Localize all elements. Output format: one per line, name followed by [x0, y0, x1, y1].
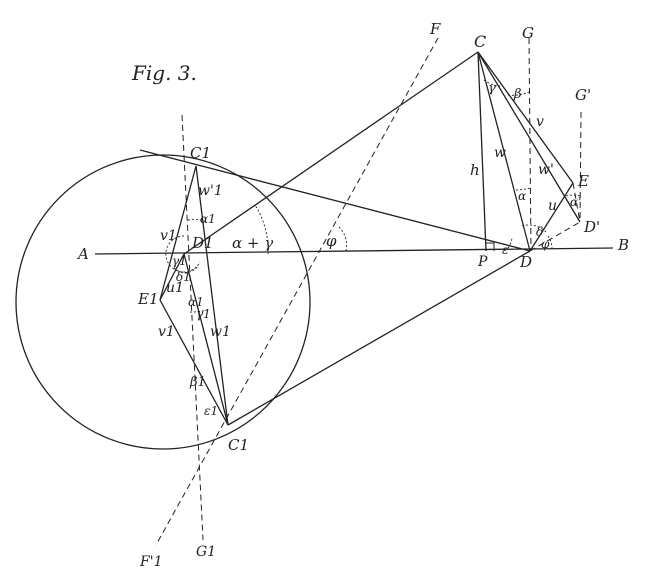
arc-phi-left: [337, 225, 348, 252]
arc-beta-top: [507, 91, 530, 96]
label-delta1: δ1: [176, 270, 191, 284]
label-w-prime: w': [538, 162, 554, 178]
label-b: B: [617, 236, 629, 254]
label-a: A: [76, 245, 89, 263]
line-c1bottom-d: [227, 250, 531, 426]
line-g1-vertical: [181, 114, 204, 541]
label-alpha1-bottom: α1: [188, 295, 204, 309]
arc-phi-right: [547, 235, 553, 251]
label-phi-right: φ: [541, 237, 550, 251]
label-h: h: [470, 161, 480, 179]
label-gamma1-lower: γ1: [196, 307, 211, 321]
line-c1top-e1: [159, 165, 197, 301]
label-v1-lower: v1: [158, 324, 175, 340]
label-c1-top: C1: [190, 144, 211, 162]
label-f1: F'1: [139, 554, 162, 570]
baseline-ab: [94, 247, 614, 255]
line-e1-d1: [159, 253, 185, 301]
label-alpha-plus-gamma: α + γ: [232, 234, 273, 252]
label-epsilon: ε: [502, 243, 508, 257]
line-e-dprime: [572, 182, 581, 223]
right-angle-p: [486, 242, 495, 251]
label-e: E: [577, 172, 589, 190]
label-gamma1: γ1: [172, 254, 187, 268]
label-f: F: [429, 20, 441, 38]
arc-d1-around: [165, 235, 201, 273]
line-d1-c: [183, 51, 479, 255]
arc-alpha-plus-gamma: [254, 204, 269, 255]
label-w: w: [494, 145, 506, 161]
arc-d1-lower: [173, 265, 199, 273]
arc-gamma1: [189, 309, 208, 313]
line-g-vertical: [528, 37, 532, 252]
label-beta1: β1: [189, 375, 206, 390]
line-c-dprime: [477, 51, 581, 223]
label-g1: G1: [196, 544, 216, 560]
label-p: P: [477, 254, 488, 270]
line-e1-c1bottom: [159, 299, 229, 426]
label-alpha: α: [518, 189, 526, 203]
label-v: v: [536, 114, 544, 130]
label-d1: D1: [191, 234, 214, 252]
label-w1-top: w'1: [198, 183, 223, 199]
line-c1top-c1bottom: [195, 165, 229, 426]
label-alpha1-top: α1: [200, 212, 216, 226]
label-beta: β: [513, 87, 522, 102]
arc-alpha-inner: [515, 187, 531, 191]
label-gamma: γ: [488, 81, 496, 96]
line-c-d: [477, 51, 531, 252]
arc-delta: [521, 224, 547, 233]
label-v1-upper: v1: [160, 228, 177, 244]
line-gprime-vertical: [579, 111, 582, 223]
arc-alpha1-top: [187, 218, 205, 222]
line-c1top-d: [139, 149, 531, 252]
arc-epsilon: [507, 237, 513, 249]
label-dprime: D': [583, 218, 600, 236]
label-delta: δ: [536, 225, 543, 239]
label-e1: E1: [137, 290, 159, 308]
circle: [15, 154, 311, 450]
label-phi-left: φ: [326, 232, 337, 250]
figure-caption: Fig. 3.: [131, 61, 197, 85]
label-alpha-prime: α': [570, 195, 581, 209]
line-f-f1: [155, 37, 439, 546]
line-c-e: [477, 51, 574, 184]
label-u: u: [548, 198, 557, 214]
line-e-d: [529, 182, 574, 252]
arc-alpha-prime: [565, 194, 581, 197]
label-g: G: [522, 24, 534, 42]
arc-gamma-top: [483, 79, 501, 87]
line-c-p: [477, 51, 487, 252]
label-w1-lower: w1: [210, 324, 231, 340]
label-u1: u1: [166, 280, 184, 296]
label-d: D: [519, 253, 532, 271]
label-c1-bottom: C1: [228, 436, 249, 454]
line-d1-c1bottom: [183, 253, 229, 426]
label-epsilon1: ε1: [204, 404, 218, 418]
label-gprime: G': [575, 86, 591, 104]
label-c: C: [474, 32, 486, 51]
